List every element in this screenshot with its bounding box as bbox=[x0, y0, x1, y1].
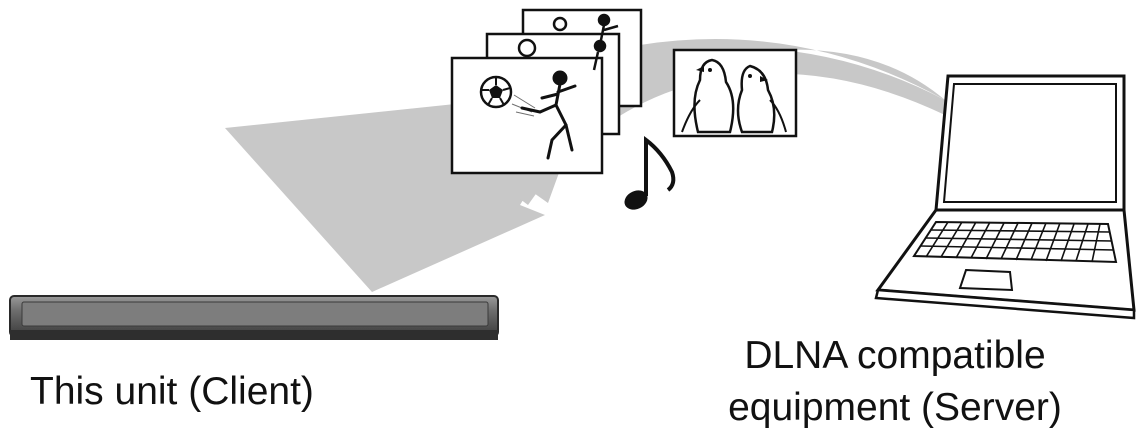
server-label-line2: equipment (Server) bbox=[690, 382, 1100, 434]
laptop-icon bbox=[876, 76, 1134, 318]
server-label-line1: DLNA compatible bbox=[690, 330, 1100, 382]
penguin-photo-icon bbox=[674, 50, 796, 136]
player-device-icon bbox=[10, 296, 498, 340]
client-label: This unit (Client) bbox=[30, 372, 314, 411]
soccer-photo-icon bbox=[452, 10, 641, 173]
server-label: DLNA compatible equipment (Server) bbox=[690, 330, 1100, 434]
music-note-icon bbox=[621, 140, 673, 213]
